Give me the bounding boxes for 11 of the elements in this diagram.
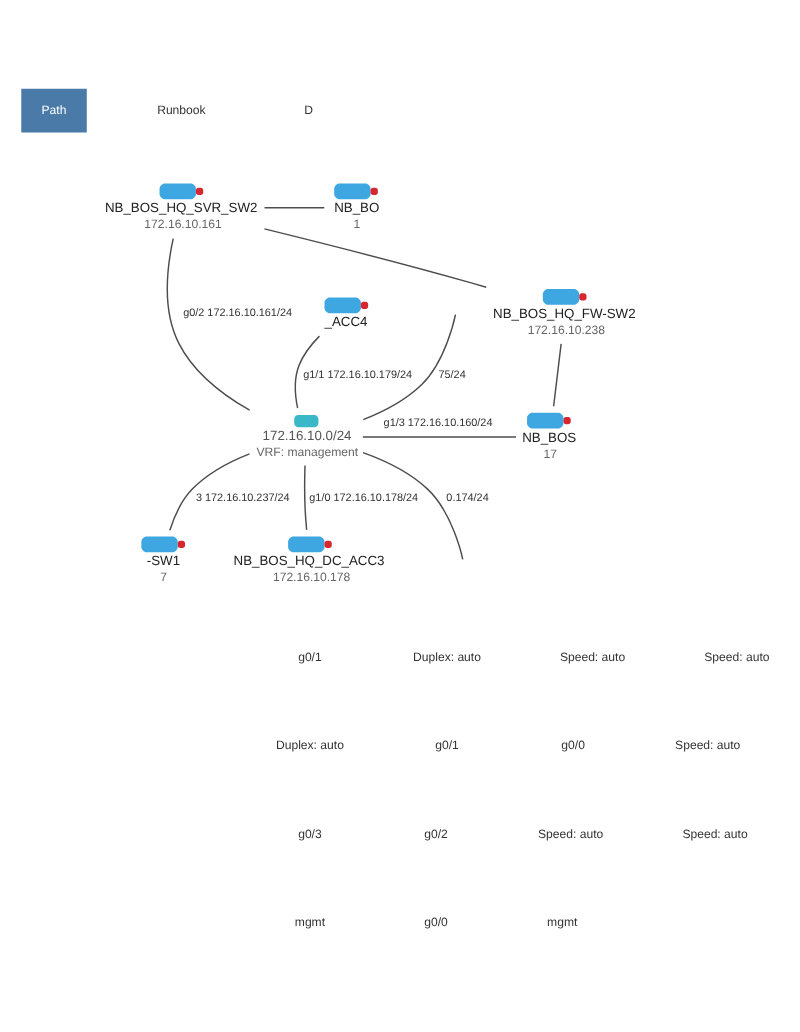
connector	[169, 452, 251, 530]
connector	[362, 312, 457, 420]
connector	[166, 236, 251, 410]
connector	[263, 227, 487, 287]
connector	[294, 334, 321, 408]
connector	[362, 435, 517, 437]
connector	[303, 463, 308, 530]
connector	[552, 342, 562, 406]
connector	[263, 206, 325, 208]
node-box	[294, 414, 319, 427]
connector	[362, 450, 464, 560]
